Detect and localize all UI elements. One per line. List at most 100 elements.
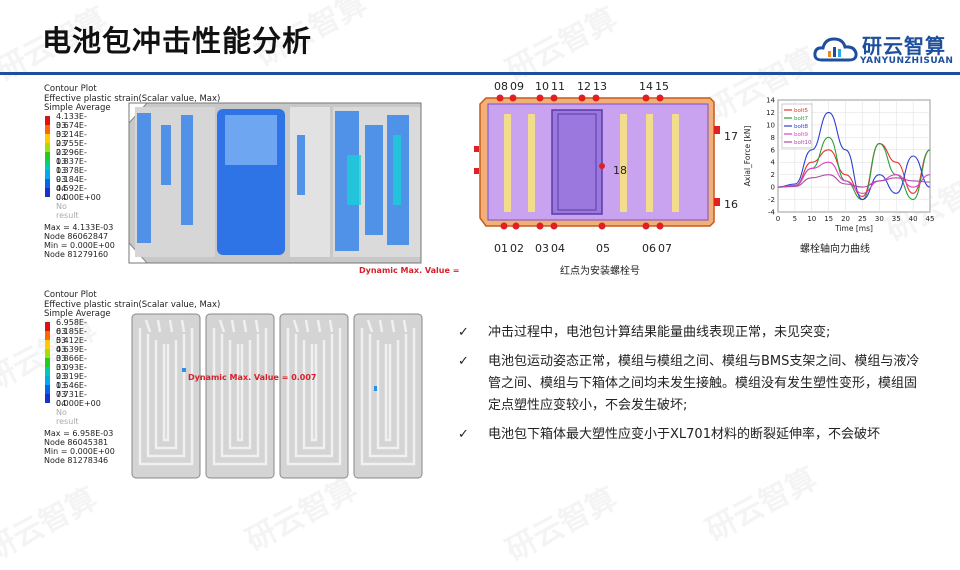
contour-legend-1: Contour Plot Effective plastic strain(Sc…: [44, 84, 220, 114]
level-label: 3.214E-03: [56, 130, 87, 148]
level-label: 4.592E-04: [56, 184, 87, 202]
check-icon: ✓: [458, 325, 469, 340]
stat-line: Node 81278346: [44, 456, 109, 465]
bolt-number: 17: [724, 130, 738, 143]
y-tick-label: 14: [766, 97, 775, 105]
logo-subtext: YANYUNZHISUAN: [860, 56, 954, 66]
stat-line: Node 81279160: [44, 250, 109, 259]
bolt-number: 14: [639, 80, 653, 93]
legend-line: Contour Plot: [44, 84, 97, 94]
level-label: 2.755E-03: [56, 139, 87, 157]
legend-entry: bolt8: [794, 124, 809, 130]
y-tick-label: 6: [771, 146, 776, 154]
y-tick-label: 12: [766, 109, 775, 117]
y-tick-label: 10: [766, 121, 775, 129]
dynamic-max-label-2: Dynamic Max. Value = 0.007: [188, 373, 317, 382]
bolt-number: 15: [655, 80, 669, 93]
check-icon: ✓: [458, 354, 469, 369]
series-line: [777, 161, 931, 194]
level-label: 3.093E-03: [56, 363, 87, 381]
level-label: 4.639E-03: [56, 345, 87, 363]
stat-line: Min = 0.000E+00: [44, 241, 115, 250]
y-tick-label: 0: [771, 184, 775, 192]
bolt-number: 06: [642, 242, 656, 255]
y-tick-label: 8: [771, 134, 775, 142]
list-item: ✓ 电池包下箱体最大塑性应变小于XL701材料的断裂延伸率，不会破坏: [458, 424, 928, 446]
list-item: ✓ 电池包运动姿态正常，模组与模组之间、模组与BMS支架之间、模组与液冷管之间、…: [458, 351, 928, 417]
bolt-number: 09: [510, 80, 524, 93]
level-label: 1.837E-03: [56, 157, 87, 175]
page-title: 电池包冲击性能分析: [42, 24, 313, 58]
contour-legend-2: Contour Plot Effective plastic strain(Sc…: [44, 290, 221, 320]
bolt-number: 10: [535, 80, 549, 93]
bolt-number: 01: [494, 242, 508, 255]
bolt-number: 16: [724, 198, 738, 211]
x-tick-label: 30: [875, 215, 884, 223]
x-tick-label: 20: [841, 215, 850, 223]
legend-entry: bolt5: [794, 108, 809, 114]
x-tick-label: 10: [807, 215, 816, 223]
level-label: 7.731E-04: [56, 390, 87, 408]
series-line: [777, 174, 931, 188]
list-item: ✓ 冲击过程中，电池包计算结果能量曲线表现正常，未见突变;: [458, 322, 928, 344]
legend-line: Simple Average: [44, 309, 111, 319]
level-label: 3.866E-03: [56, 354, 87, 372]
list-item-text: 冲击过程中，电池包计算结果能量曲线表现正常，未见突变;: [488, 325, 831, 340]
bolt-number: 03: [535, 242, 549, 255]
bolt-number: 18: [613, 164, 627, 177]
check-icon: ✓: [458, 427, 469, 442]
level-label: 9.184E-04: [56, 175, 87, 193]
stat-line: Min = 0.000E+00: [44, 447, 115, 456]
stat-line: Max = 6.958E-03: [44, 429, 114, 438]
bolt-number: 08: [494, 80, 508, 93]
battery-pack-bolt-diagram: [474, 94, 720, 230]
x-tick-label: 15: [824, 215, 833, 223]
legend-entry: bolt7: [794, 116, 809, 122]
bolt-number: 07: [658, 242, 672, 255]
no-result-label: No result: [56, 202, 79, 220]
conclusion-list: ✓ 冲击过程中，电池包计算结果能量曲线表现正常，未见突变; ✓ 电池包运动姿态正…: [458, 322, 928, 453]
level-label: 1.378E-03: [56, 166, 87, 184]
bolt-number: 12: [577, 80, 591, 93]
legend-line: Effective plastic strain(Scalar value, M…: [44, 299, 221, 310]
level-label: 2.296E-03: [56, 148, 87, 166]
x-tick-label: 40: [909, 215, 918, 223]
x-axis-label: Time [ms]: [834, 224, 873, 233]
watermark: 研云智算: [0, 481, 103, 569]
contour-plot-2-image: [130, 312, 424, 480]
list-item-text: 电池包下箱体最大塑性应变小于XL701材料的断裂延伸率，不会破坏: [488, 427, 880, 442]
bolt-number: 13: [593, 80, 607, 93]
watermark: 研云智算: [500, 1, 623, 89]
level-label: 6.958E-03: [56, 318, 87, 336]
logo-text: 研云智算: [862, 34, 946, 58]
x-tick-label: 5: [793, 215, 797, 223]
bolt-number: 11: [551, 80, 565, 93]
color-bar: [45, 116, 50, 197]
series-line: [777, 111, 931, 201]
no-result-label: No result: [56, 408, 79, 426]
bolt-number: 02: [510, 242, 524, 255]
y-tick-label: -4: [768, 209, 776, 217]
y-axis-label: Axial_Force [kN]: [743, 126, 752, 187]
contour-stats-2: Max = 6.958E-03 Node 86045381 Min = 0.00…: [44, 429, 115, 465]
level-label: 0.000E+00: [56, 399, 101, 408]
header-divider: [0, 72, 960, 75]
level-label: 5.412E-03: [56, 336, 87, 354]
legend-line: Simple Average: [44, 103, 111, 113]
level-label: 4.133E-03: [56, 112, 87, 130]
x-tick-label: 25: [858, 215, 867, 223]
legend-entry: bolt10: [794, 140, 812, 146]
stat-line: Max = 4.133E-03: [44, 223, 114, 232]
level-label: 0.000E+00: [56, 193, 101, 202]
x-tick-label: 45: [926, 215, 935, 223]
legend-line: Contour Plot: [44, 290, 97, 300]
level-label: 2.319E-03: [56, 372, 87, 390]
x-tick-label: 35: [892, 215, 901, 223]
logo: 研云智算 YANYUNZHISUAN: [812, 32, 954, 72]
legend-entry: bolt9: [794, 132, 809, 138]
level-label: 6.185E-03: [56, 327, 87, 345]
watermark: 研云智算: [500, 481, 623, 569]
bolt-diagram-caption: 红点为安装螺栓号: [560, 266, 640, 277]
y-tick-label: 2: [771, 171, 775, 179]
stat-line: Node 86045381: [44, 438, 109, 447]
